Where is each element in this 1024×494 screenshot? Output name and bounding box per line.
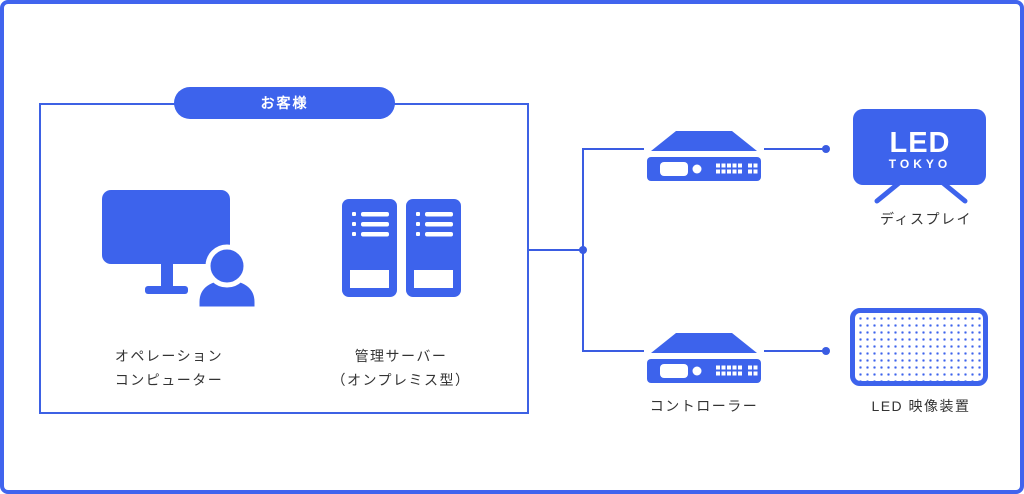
top-branch-end-dot	[822, 145, 830, 153]
operation-computer-icon	[102, 190, 260, 310]
controller-top-icon	[644, 129, 764, 183]
management-server-label-line1: 管理サーバー	[354, 348, 448, 364]
bottom-branch-end-dot	[822, 347, 830, 355]
display-logo-tokyo: TOKYO	[889, 157, 951, 171]
connector-box-to-junction	[529, 249, 584, 251]
customer-group-label: お客様	[260, 95, 309, 111]
controller-bottom-icon	[644, 331, 764, 385]
management-server-label-line2: （オンプレミス型）	[331, 372, 471, 388]
junction-dot	[579, 246, 587, 254]
led-video-device-icon	[850, 308, 988, 386]
display-label: ディスプレイ	[879, 211, 973, 227]
display-icon: LED TOKYO	[853, 109, 986, 204]
display-logo-led: LED	[890, 127, 951, 159]
operation-computer-label-line1: オペレーション	[114, 348, 224, 364]
customer-group-badge: お客様	[174, 87, 395, 119]
operation-computer-label: オペレーション コンピューター	[99, 344, 239, 392]
management-server-icon	[342, 199, 461, 297]
led-video-device-label: LED 映像装置	[871, 398, 971, 414]
operation-computer-label-line2: コンピューター	[114, 372, 224, 388]
management-server-label: 管理サーバー （オンプレミス型）	[326, 344, 476, 392]
controller-label: コントローラー	[649, 398, 759, 414]
